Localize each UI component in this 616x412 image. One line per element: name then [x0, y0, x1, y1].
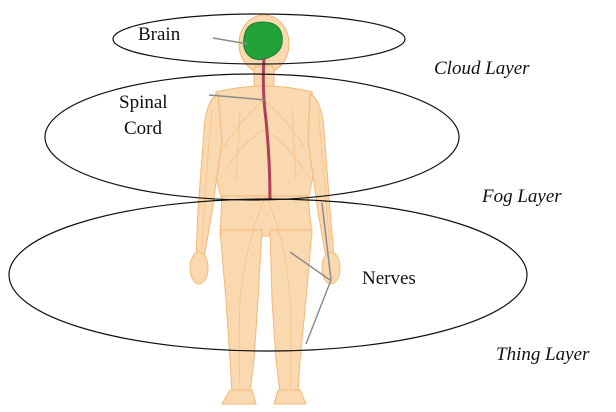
thing-layer-label: Thing Layer [496, 344, 590, 365]
nerves-label: Nerves [362, 268, 416, 289]
left-foot-shape [222, 390, 256, 404]
fog-layer-label: Fog Layer [481, 186, 562, 207]
spinal-label-line2: Cord [124, 118, 163, 139]
left-hand-shape [190, 252, 208, 284]
human-body-figure [190, 15, 340, 404]
cloud-layer-label: Cloud Layer [434, 58, 530, 79]
left-leg-shape [220, 230, 262, 392]
spinal-label-line1: Spinal [119, 92, 168, 113]
nerves-pointer-line-lower [306, 280, 331, 344]
brain-label: Brain [138, 24, 181, 45]
right-foot-shape [274, 390, 306, 404]
